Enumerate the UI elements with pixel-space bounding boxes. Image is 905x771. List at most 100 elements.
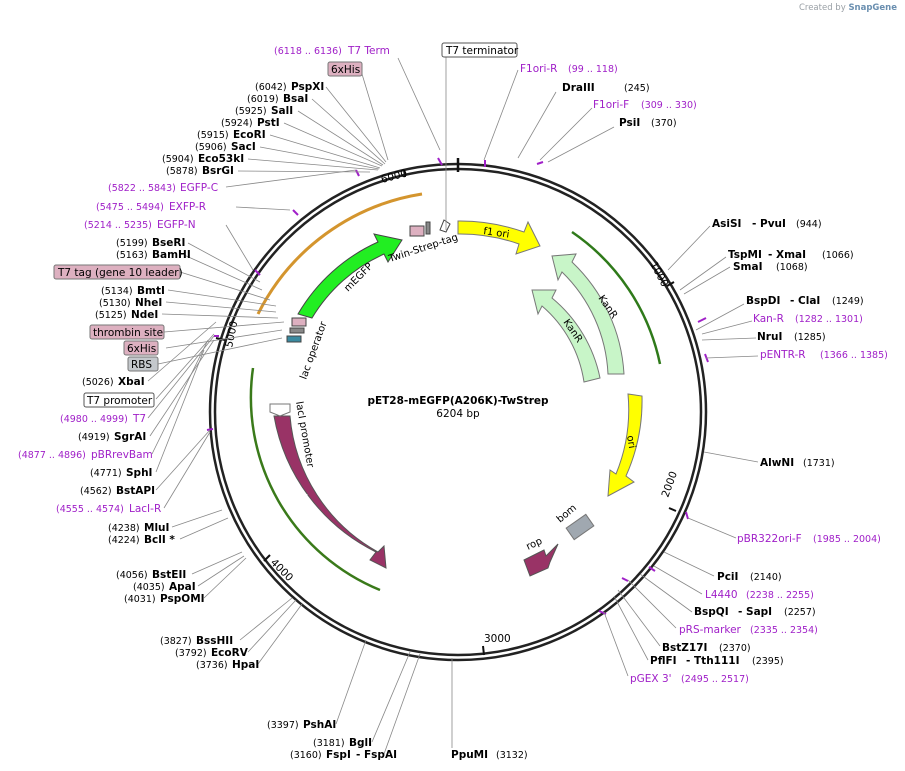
credit-prefix: Created by [798,3,846,13]
clai-name: - ClaI [790,295,820,307]
bcli-position: (4224) [108,535,140,546]
t7-promoter-label: T7 promoter [86,395,153,407]
xmai-name: - XmaI [768,249,806,261]
t7-terminator-label: T7 terminator [445,45,519,57]
f1ori-r-position: (99 .. 118) [568,64,618,75]
thrombin-site-label: thrombin site [93,327,163,339]
pbrrevbam-position: (4877 .. 4896) [18,450,86,461]
f1ori-f-name: F1ori-F [593,99,629,111]
ppumi-position: (3132) [496,750,528,761]
eco53ki-name: Eco53kI [198,153,244,165]
snapgene-brand: SnapGene [848,3,897,13]
tick-label-3000: 3000 [484,633,511,645]
tspmi-position: (1066) [822,250,854,261]
bcli-name: BclI * [144,534,175,546]
ecori-position: (5915) [197,130,229,141]
saci-name: SacI [231,141,256,153]
t7-term-name: T7 Term [347,45,390,57]
smai-position: (1068) [776,262,808,273]
f1-ori-label: f1 ori [483,226,510,241]
bspdi-position: (1249) [832,296,864,307]
mlui-name: MluI [144,522,169,534]
f1-ori-arrow [457,220,541,255]
ecori-name: EcoRI [233,129,266,141]
l4440-name: L4440 [705,589,738,601]
draiii-position: (245) [624,83,650,94]
fspai-name: - FspAI [356,749,397,761]
psti-name: PstI [257,117,280,129]
pcii-name: PciI [717,571,738,583]
bmti-position: (5134) [101,286,133,297]
f1ori-f-position: (309 .. 330) [641,100,697,111]
draiii-name: DraIII [562,82,595,94]
alwni-position: (1731) [803,458,835,469]
thrombin-site-box [89,324,165,340]
t7-primer-name: T7 [132,413,146,425]
bspqi-name: BspQI [694,606,729,618]
bsteii-name: BstEII [152,569,186,581]
pbrrevbam-name: pBRrevBam [91,449,153,461]
twin-strep-tag-label: Twin-Strep-tag [387,232,460,265]
sali-position: (5925) [235,106,267,117]
tick-label-6000: 6000 [380,167,409,186]
leader-lines [147,57,759,755]
ecorv-name: EcoRV [211,647,249,659]
kan-r-position: (1282 .. 1301) [795,314,863,325]
rbs-box [127,356,159,372]
pbr322ori-f-name: pBR322ori-F [737,533,802,545]
pflfi-position: (2395) [752,656,784,667]
bspdi-name: BspDI [746,295,780,307]
xbai-name: XbaI [118,376,145,388]
bamhi-name: BamHI [152,249,191,261]
laci-r-name: LacI-R [129,503,161,515]
prs-marker-name: pRS-marker [679,624,742,636]
smai-name: SmaI [733,261,763,273]
bamhi-position: (5163) [116,250,148,261]
tick-label-5000: 5000 [223,320,240,349]
pflfi-name: PflFI [650,655,677,667]
lac-operator-boxes [286,317,307,343]
laci-r-position: (4555 .. 4574) [56,504,124,515]
laci-arrow [273,415,387,569]
bgli-name: BglI [349,737,372,749]
asisi-name: AsiSI [712,218,741,230]
sphi-name: SphI [126,467,152,479]
bspqi-position: (2257) [784,607,816,618]
ndei-name: NdeI [131,309,158,321]
bstapi-name: BstAPI [116,485,155,497]
prs-marker-position: (2335 .. 2354) [750,625,818,636]
kanr-arrow-inner [531,289,601,383]
tick-label-1000: 1000 [647,260,670,289]
ori-arrow [607,393,643,497]
bseri-name: BseRI [152,237,185,249]
sgrai-name: SgrAI [114,431,146,443]
kan-r-name: Kan-R [753,313,784,325]
pgex-3-name: pGEX 3' [630,673,672,685]
sphi-position: (4771) [90,468,122,479]
bom-box [565,513,595,541]
bsai-position: (6019) [247,94,279,105]
kanr-arrow-outer [551,253,625,375]
ppumi-name: PpuMI [451,749,488,761]
rop-arrow [523,543,559,577]
egfp-c-name: EGFP-C [180,182,218,194]
pspxi-name: PspXI [291,81,324,93]
psti-position: (5924) [221,118,253,129]
egfp-c-position: (5822 .. 5843) [108,183,176,194]
ecorv-position: (3792) [175,648,207,659]
l4440-position: (2238 .. 2255) [746,590,814,601]
nrui-position: (1285) [794,332,826,343]
mlui-position: (4238) [108,523,140,534]
pspxi-position: (6042) [255,82,287,93]
exfp-r-name: EXFP-R [169,201,206,213]
t7-promoter-box [83,392,155,408]
bstz17i-position: (2370) [719,643,751,654]
fspi-position: (3160) [290,750,322,761]
pgex-3-position: (2495 .. 2517) [681,674,749,685]
rop-label: rop [525,536,544,553]
pbr322ori-f-position: (1985 .. 2004) [813,534,881,545]
t7-tag-label: T7 tag (gene 10 leader) [57,267,183,279]
egfp-n-name: EGFP-N [157,219,196,231]
ori-label: ori [624,435,637,450]
